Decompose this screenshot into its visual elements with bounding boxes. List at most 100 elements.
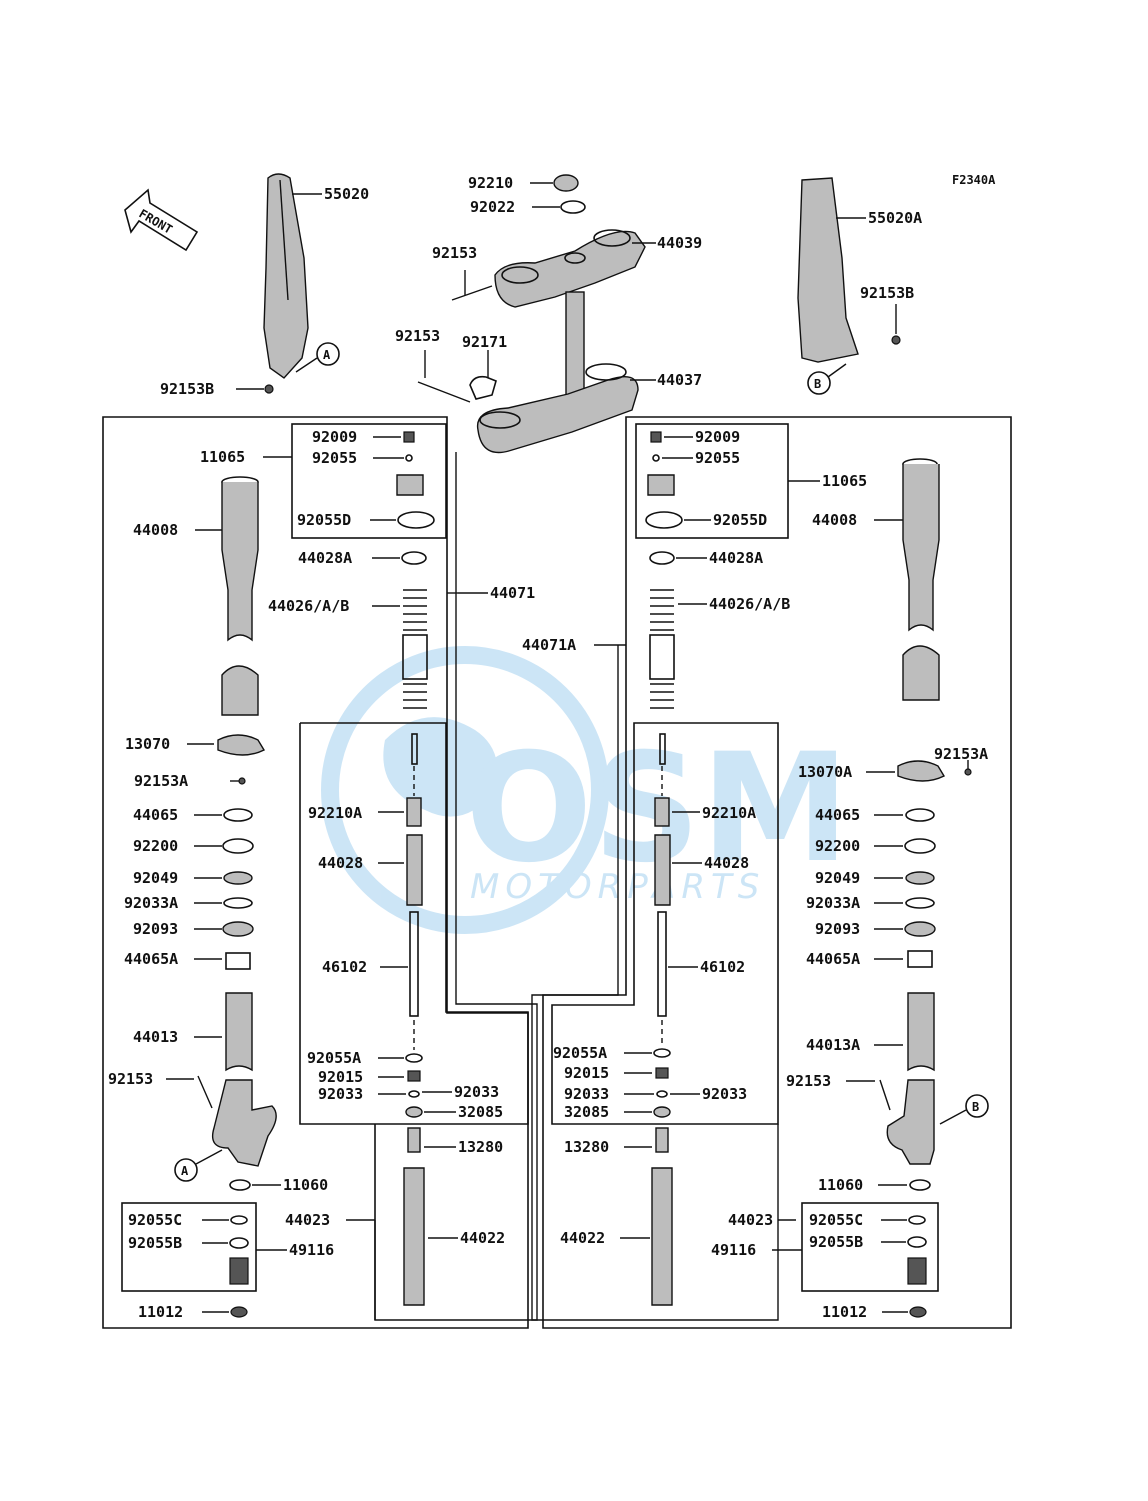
label-R-92033a: 92033 <box>564 1085 609 1103</box>
label-R-44026: 44026/A/B <box>709 595 790 613</box>
label-L-46102: 46102 <box>322 958 367 976</box>
label-R-92015: 92015 <box>564 1064 609 1082</box>
label-R-44065A: 44065A <box>806 950 860 968</box>
callout-b-lower-label: B <box>972 1100 979 1114</box>
upper-bracket-44039 <box>494 229 646 308</box>
fork-guard-right-body <box>797 177 859 363</box>
label-L-44008: 44008 <box>133 521 178 539</box>
seal-stack-left <box>222 808 254 970</box>
label-92171: 92171 <box>462 333 507 351</box>
nut-R-92210A <box>654 797 670 827</box>
oring-R-92055A <box>653 1048 671 1058</box>
label-R-92033b: 92033 <box>702 1085 747 1103</box>
seal-R-92093 <box>904 921 936 937</box>
oring-L-11060 <box>229 1179 251 1191</box>
label-R-92055C: 92055C <box>809 1211 863 1229</box>
ring-L-92033A <box>223 897 253 909</box>
label-L-44013: 44013 <box>133 1028 178 1046</box>
label-L-92049: 92049 <box>133 869 178 887</box>
bolt-R-92153 <box>879 1079 891 1111</box>
label-R-92049: 92049 <box>815 869 860 887</box>
label-R-13280: 13280 <box>564 1138 609 1156</box>
left-cap-box <box>291 423 447 539</box>
label-L-11060: 11060 <box>283 1176 328 1194</box>
oring-R-92055C <box>908 1215 926 1225</box>
label-L-49116: 49116 <box>289 1241 334 1259</box>
label-92153-lower: 92153 <box>395 327 440 345</box>
ring-R-92033A <box>905 897 935 909</box>
bolt-92153-top <box>451 285 493 301</box>
label-R-44022: 44022 <box>560 1229 605 1247</box>
seal-L-92093 <box>222 921 254 937</box>
label-R-11060: 11060 <box>818 1176 863 1194</box>
label-L-32085: 32085 <box>458 1103 503 1121</box>
label-R-11065: 11065 <box>822 472 867 490</box>
label-L-11012: 11012 <box>138 1303 183 1321</box>
label-L-44028A: 44028A <box>298 549 352 567</box>
bolt-92153B-right <box>891 335 901 345</box>
bolt-L-92153 <box>197 1075 213 1109</box>
bolt-R-92153A <box>964 768 972 776</box>
label-L-92033A: 92033A <box>124 894 178 912</box>
lower-bracket-body <box>476 376 639 454</box>
label-L-92200: 92200 <box>133 837 178 855</box>
right-damper-frame <box>551 722 779 1125</box>
label-R-44013A: 44013A <box>806 1036 860 1054</box>
clamp-92171 <box>469 375 497 400</box>
dust-boot-right <box>902 645 940 701</box>
left-base-valve-box <box>121 1202 257 1292</box>
label-R-46102: 46102 <box>700 958 745 976</box>
label-R-92153A: 92153A <box>934 745 988 763</box>
nut-R-92015 <box>655 1067 669 1079</box>
bolt-R-92009 <box>650 431 662 443</box>
label-55020A: 55020A <box>868 209 922 227</box>
clamp-R-13070A <box>897 760 945 782</box>
bush-R-44065 <box>905 808 935 822</box>
label-L-11065: 11065 <box>200 448 245 466</box>
label-44039: 44039 <box>657 234 702 252</box>
label-L-44065: 44065 <box>133 806 178 824</box>
label-R-92055D: 92055D <box>713 511 767 529</box>
label-L-44022: 44022 <box>460 1229 505 1247</box>
nut-92210 <box>553 174 579 192</box>
piston-rod-L-46102 <box>409 911 419 1017</box>
seal-R-92049 <box>905 871 935 885</box>
fork-guard-left <box>263 173 309 379</box>
callout-b-top <box>807 371 831 395</box>
plug-L-11012 <box>230 1306 248 1318</box>
rod-guide-R-44028 <box>654 834 671 906</box>
label-92153B-left: 92153B <box>160 380 214 398</box>
cylinder-R-44022 <box>651 1167 673 1306</box>
label-92022: 92022 <box>470 198 515 216</box>
label-R-32085: 32085 <box>564 1103 609 1121</box>
inner-tube-R-44013A <box>907 992 935 1072</box>
label-R-92009: 92009 <box>695 428 740 446</box>
inner-tube-L-44013 <box>225 992 253 1072</box>
oring-L-92055A <box>405 1053 423 1063</box>
base-valve-L-49116 <box>229 1257 249 1285</box>
left-damper-frame <box>299 722 529 1320</box>
bush-L-44065 <box>223 808 253 822</box>
label-92153B-right: 92153B <box>860 284 914 302</box>
oring-L-92055 <box>405 454 413 462</box>
seal-stack-right <box>904 808 936 968</box>
label-L-92015: 92015 <box>318 1068 363 1086</box>
bush-R-44065A <box>907 950 933 968</box>
label-L-92055A: 92055A <box>307 1049 361 1067</box>
label-L-44023: 44023 <box>285 1211 330 1229</box>
spring-R-44026 <box>649 589 675 709</box>
label-R-49116: 49116 <box>711 1241 756 1259</box>
diagram-code: F2340A <box>952 173 996 187</box>
nut-L-92015 <box>407 1070 421 1082</box>
watermark-tagline: MOTORPARTS <box>470 867 765 907</box>
seal-L-92049 <box>223 871 253 885</box>
label-L-92093: 92093 <box>133 920 178 938</box>
piston-rod-R-46102 <box>657 911 667 1017</box>
nut-L-92210A <box>406 797 422 827</box>
base-valve-R-49116 <box>907 1257 927 1285</box>
oring-L-92055C <box>230 1215 248 1225</box>
bush-L-32085 <box>405 1106 423 1118</box>
valve-R-13280 <box>655 1127 669 1153</box>
label-L-44028: 44028 <box>318 854 363 872</box>
axle-holder-left <box>211 1079 277 1167</box>
